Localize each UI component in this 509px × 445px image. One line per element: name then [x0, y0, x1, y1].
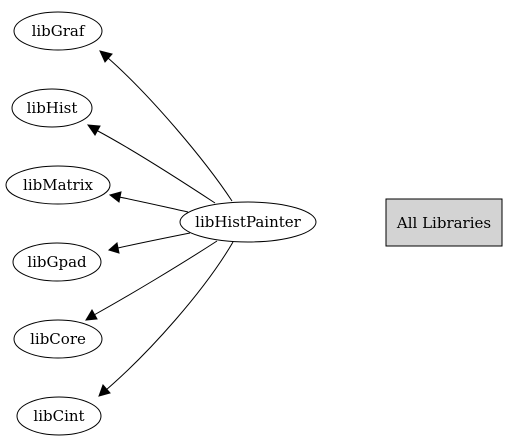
node-ellipse	[12, 242, 102, 282]
node-libGraf[interactable]: libGraf	[13, 11, 103, 51]
node-libHist[interactable]: libHist	[11, 88, 93, 128]
node-label: libCint	[33, 407, 84, 425]
node-libCore[interactable]: libCore	[13, 319, 103, 359]
node-ellipse	[11, 88, 93, 128]
node-label: libGpad	[27, 253, 87, 271]
node-label: libHistPainter	[195, 213, 302, 231]
node-ellipse	[13, 319, 103, 359]
arrowhead-libGpad	[107, 242, 120, 254]
arrowhead-libCint	[98, 384, 111, 397]
edge-libMatrix	[118, 196, 189, 213]
edge-libGpad	[117, 232, 191, 249]
edge-libHist	[95, 129, 216, 204]
node-libGpad[interactable]: libGpad	[12, 242, 102, 282]
node-libCint[interactable]: libCint	[16, 396, 102, 436]
node-ellipse	[16, 396, 102, 436]
edges	[85, 50, 234, 397]
node-label: libHist	[27, 99, 78, 117]
node-ellipse	[179, 201, 317, 243]
node-label: libGraf	[32, 22, 86, 40]
arrowhead-libHist	[86, 124, 101, 136]
all-libraries-box	[385, 198, 503, 247]
node-ellipse	[5, 165, 111, 205]
all-libraries-label: All Libraries	[396, 214, 491, 232]
arrowhead-libGraf	[99, 50, 113, 63]
edge-libGraf	[107, 57, 233, 202]
node-label: libCore	[30, 330, 86, 348]
node-libHistPainter[interactable]: libHistPainter	[179, 201, 317, 243]
node-libMatrix[interactable]: libMatrix	[5, 165, 111, 205]
arrowhead-libMatrix	[108, 191, 122, 203]
all-libraries-link[interactable]: All Libraries	[385, 198, 503, 247]
edge-libCore	[93, 240, 218, 316]
node-ellipse	[13, 11, 103, 51]
arrowhead-libCore	[85, 309, 98, 321]
edge-libCint	[105, 241, 234, 391]
node-label: libMatrix	[23, 176, 93, 194]
